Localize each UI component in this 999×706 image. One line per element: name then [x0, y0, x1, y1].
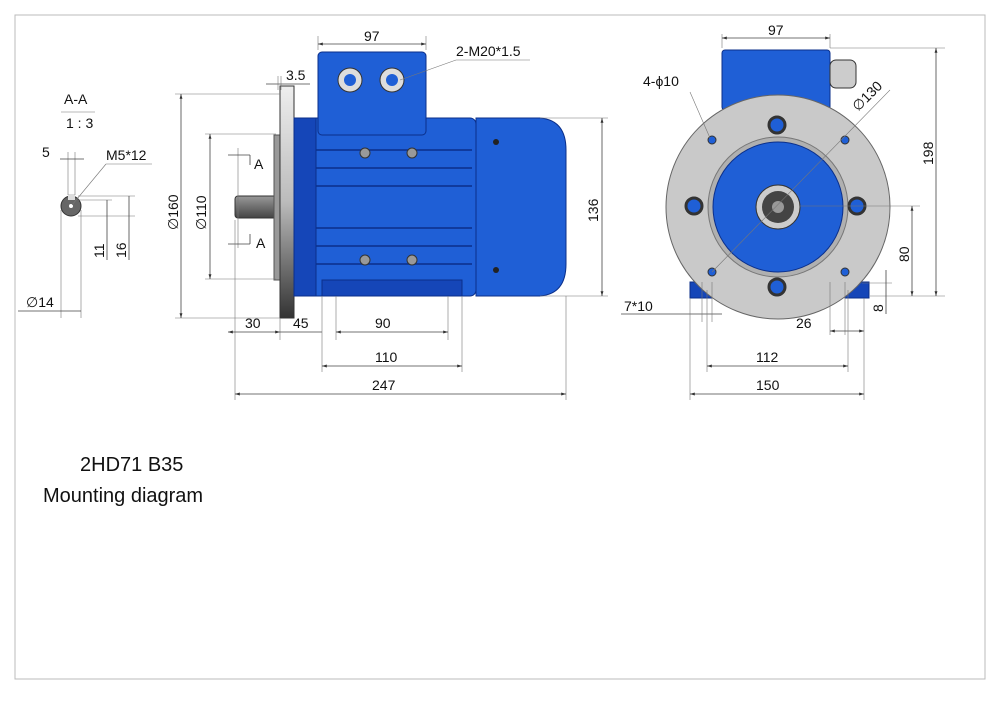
box-width-dim: 97	[364, 28, 380, 44]
dim-45: 45	[293, 315, 309, 331]
terminal-box	[317, 51, 427, 136]
section-view: A-A 1 : 3 5 M5*12 11 16 ∅14	[18, 91, 152, 318]
section-mark-top: A	[254, 156, 264, 172]
fan-cover	[475, 117, 567, 297]
flange-thickness-dim: 3.5	[286, 67, 306, 83]
base-width-dim: 150	[756, 377, 780, 393]
overall-height-dim: 198	[920, 141, 936, 165]
model-title: 2HD71 B35	[80, 454, 183, 476]
foot-spacing-dim: 90	[375, 315, 391, 331]
key-width-dim: 5	[42, 144, 50, 160]
foot-slot-label: 7*10	[624, 298, 653, 314]
spigot-dia-dim: ∅110	[193, 195, 209, 230]
body-height-dim: 136	[585, 198, 601, 222]
side-view: 97 2-M20*1.5 3.5 ∅160 ∅110 A A 30 45 90 …	[165, 28, 608, 400]
foot-holes-dim: 112	[756, 349, 779, 365]
cable-gland	[829, 59, 857, 89]
front-view: 97 4-ϕ10 ∅130 198 80 8 7*10 26 112 150	[621, 22, 945, 400]
front-box-width-dim: 97	[768, 22, 784, 38]
drawing-border	[14, 14, 986, 680]
feet	[321, 279, 463, 297]
section-mark-bottom: A	[256, 235, 266, 251]
dim-11: 11	[91, 243, 107, 258]
section-scale: 1 : 3	[66, 115, 93, 131]
foot-width-dim: 26	[796, 315, 812, 331]
flange	[279, 85, 295, 319]
foot-thickness-dim: 8	[870, 304, 886, 312]
shaft-length-dim: 30	[245, 315, 261, 331]
flange-dia-dim: ∅160	[165, 194, 181, 230]
shaft-height-dim: 80	[896, 246, 912, 262]
cable-gland-label: 2-M20*1.5	[456, 43, 521, 59]
diagram-subtitle: Mounting diagram	[43, 485, 203, 507]
shaft	[234, 195, 280, 219]
dim-110: 110	[375, 349, 398, 365]
overall-length-dim: 247	[372, 377, 396, 393]
section-label: A-A	[64, 91, 88, 107]
shaft-dia-dim: ∅14	[26, 294, 54, 310]
motor-body	[293, 117, 477, 297]
dim-16: 16	[113, 242, 129, 258]
thread-label: M5*12	[106, 147, 147, 163]
holes-label: 4-ϕ10	[643, 73, 679, 89]
